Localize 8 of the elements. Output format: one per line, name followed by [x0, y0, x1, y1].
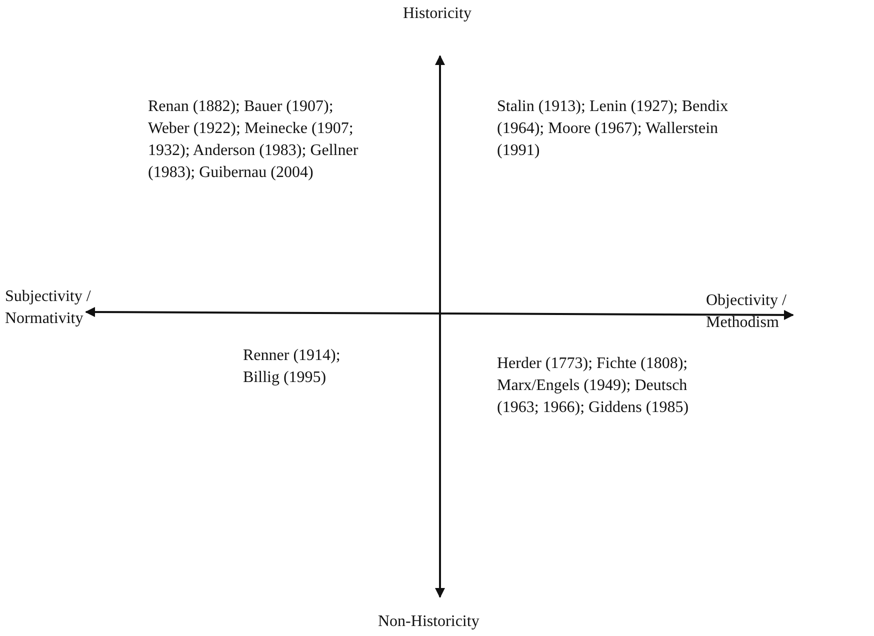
- quadrant-text: Renner (1914); Billig (1995): [243, 346, 342, 388]
- axis-label: Objectivity / Methodism: [706, 291, 788, 333]
- quadrant-text: Renan (1882); Bauer (1907); Weber (1922); Meinecke (1907; 1932); Anderson (1983); Gellner (1983); Guibernau (2004): [148, 97, 360, 183]
- axis-label: Non-Historicity: [378, 612, 480, 632]
- quadrant-text: Stalin (1913); Lenin (1927); Bendix (1964); Moore (1967); Wallerstein (1991): [497, 97, 730, 161]
- axis-label: Historicity: [403, 4, 472, 24]
- quadrant-text: Herder (1773); Fichte (1808); Marx/Engels (1949); Deutsch (1963; 1966); Giddens (1985): [497, 354, 690, 418]
- axis-label: Subjectivity / Normativity: [5, 287, 92, 329]
